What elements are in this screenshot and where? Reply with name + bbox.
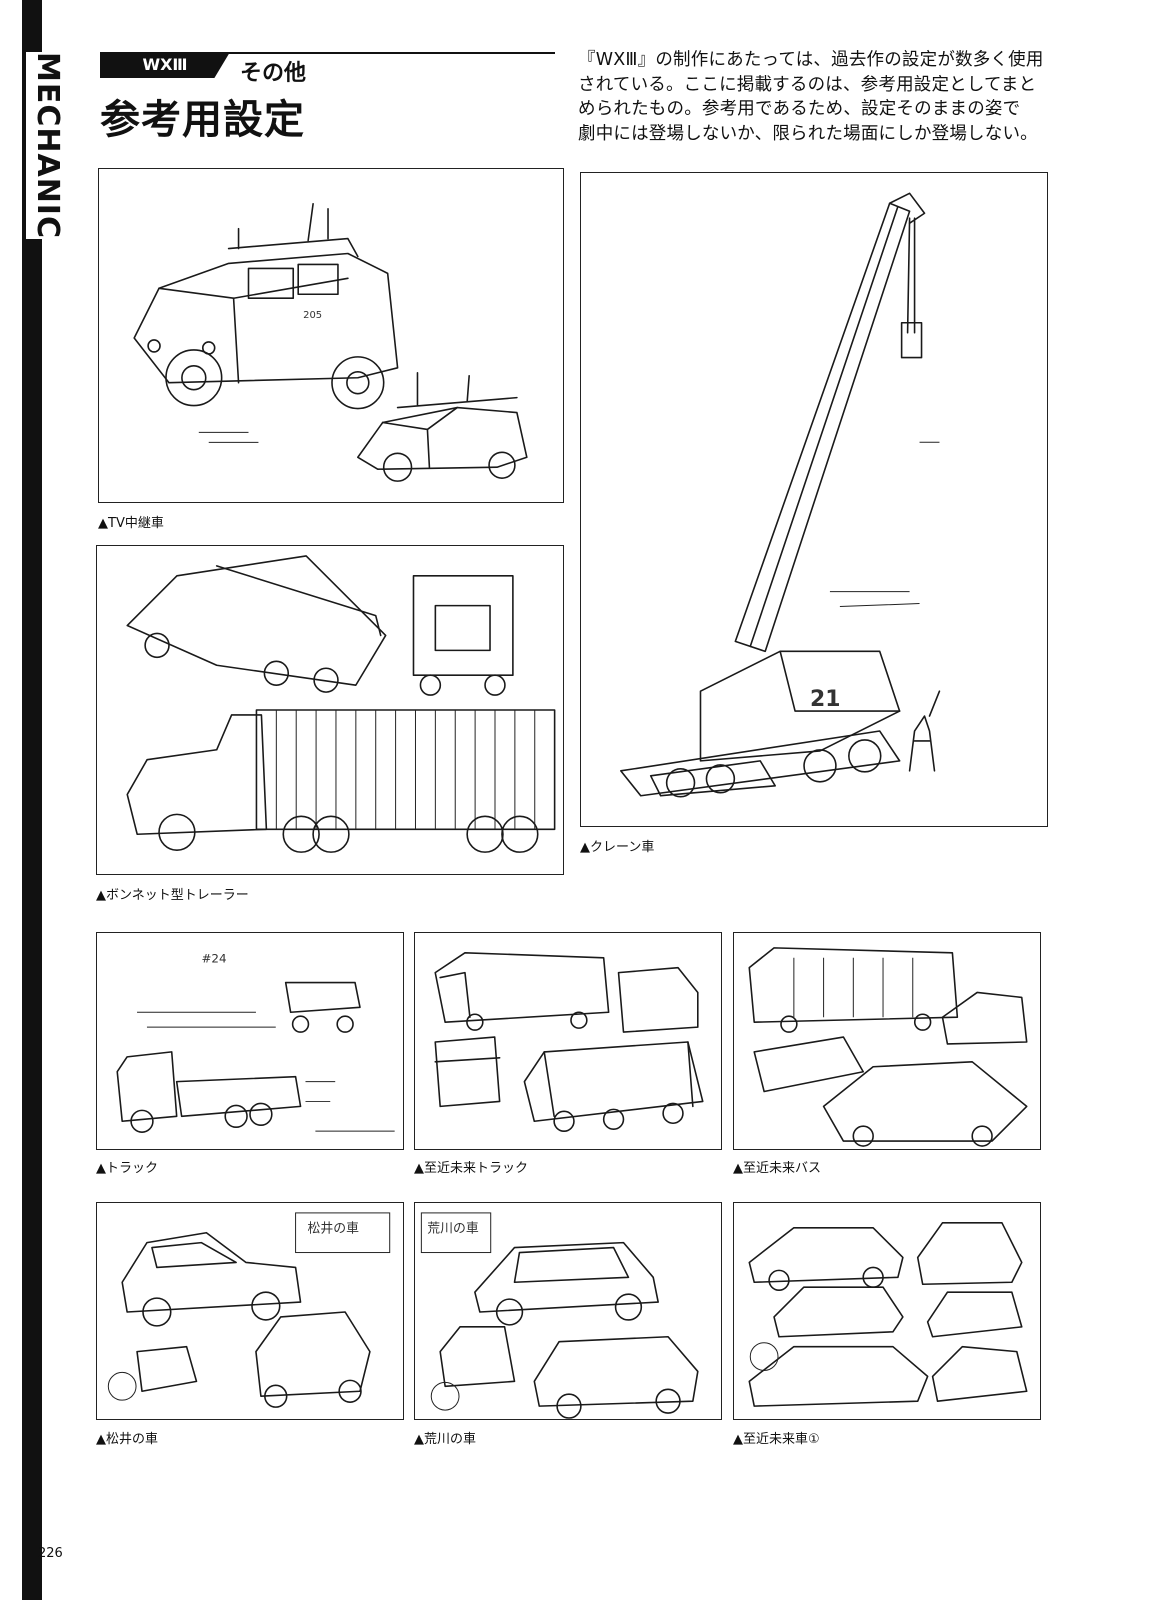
intro-line: められたもの。参考用であるため、設定そのままの姿で bbox=[578, 99, 1021, 119]
caption-arakawa-car: ▲荒川の車 bbox=[414, 1432, 476, 1447]
future-truck-sketch bbox=[434, 952, 704, 1132]
caption-truck: ▲トラック bbox=[96, 1161, 158, 1176]
figure-crane: 21 bbox=[580, 172, 1048, 827]
caption-future-bus: ▲至近未来バス bbox=[733, 1161, 821, 1176]
caption-matsui-car: ▲松井の車 bbox=[96, 1432, 158, 1447]
tv-van-sketch: 205 bbox=[133, 202, 528, 482]
matsui-note: 松井の車 bbox=[307, 1222, 359, 1237]
page-number: 226 bbox=[38, 1546, 63, 1561]
caption-future-car-1: ▲至近未来車① bbox=[733, 1432, 820, 1447]
arakawa-note: 荒川の車 bbox=[427, 1222, 479, 1237]
figure-trailer bbox=[96, 545, 564, 875]
caption-trailer: ▲ボンネット型トレーラー bbox=[96, 888, 249, 903]
caption-crane: ▲クレーン車 bbox=[580, 840, 655, 855]
caption-tv: ▲TV中継車 bbox=[98, 516, 164, 531]
series-tab: WXⅢ bbox=[100, 52, 230, 78]
figure-future-car-1 bbox=[733, 1202, 1041, 1420]
figure-truck: #24 bbox=[96, 932, 404, 1150]
trailer-sketch bbox=[126, 555, 556, 853]
intro-text: 『WXⅢ』の制作にあたっては、過去作の設定が数多く使用 されている。ここに掲載す… bbox=[578, 48, 1066, 146]
crane-sketch: 21 bbox=[620, 192, 941, 798]
future-bus-sketch bbox=[748, 947, 1028, 1147]
truck-sketch: #24 bbox=[116, 952, 395, 1133]
header-rule bbox=[100, 52, 555, 54]
category-label: その他 bbox=[240, 61, 307, 86]
figure-tv-van: 205 bbox=[98, 168, 564, 503]
intro-line: 劇中には登場しないか、限られた場面にしか登場しない。 bbox=[578, 123, 1038, 144]
figure-arakawa-car: 荒川の車 bbox=[414, 1202, 722, 1420]
crane-number: 21 bbox=[810, 687, 840, 712]
side-label: MECHANIC bbox=[26, 52, 68, 239]
arakawa-car-sketch: 荒川の車 bbox=[420, 1212, 699, 1419]
page-title: 参考用設定 bbox=[100, 97, 305, 143]
matsui-car-sketch: 松井の車 bbox=[107, 1212, 391, 1408]
intro-line: 『WXⅢ』の制作にあたっては、過去作の設定が数多く使用 bbox=[578, 50, 1044, 70]
side-bar bbox=[22, 0, 42, 1600]
intro-line: されている。ここに掲載するのは、参考用設定としてまと bbox=[578, 74, 1037, 95]
figure-matsui-car: 松井の車 bbox=[96, 1202, 404, 1420]
figure-future-truck bbox=[414, 932, 722, 1150]
tv-van-number: 205 bbox=[303, 310, 322, 321]
figure-future-bus bbox=[733, 932, 1041, 1150]
truck-number: #24 bbox=[201, 952, 226, 966]
future-car-1-sketch bbox=[748, 1222, 1028, 1407]
caption-future-truck: ▲至近未来トラック bbox=[414, 1161, 528, 1176]
